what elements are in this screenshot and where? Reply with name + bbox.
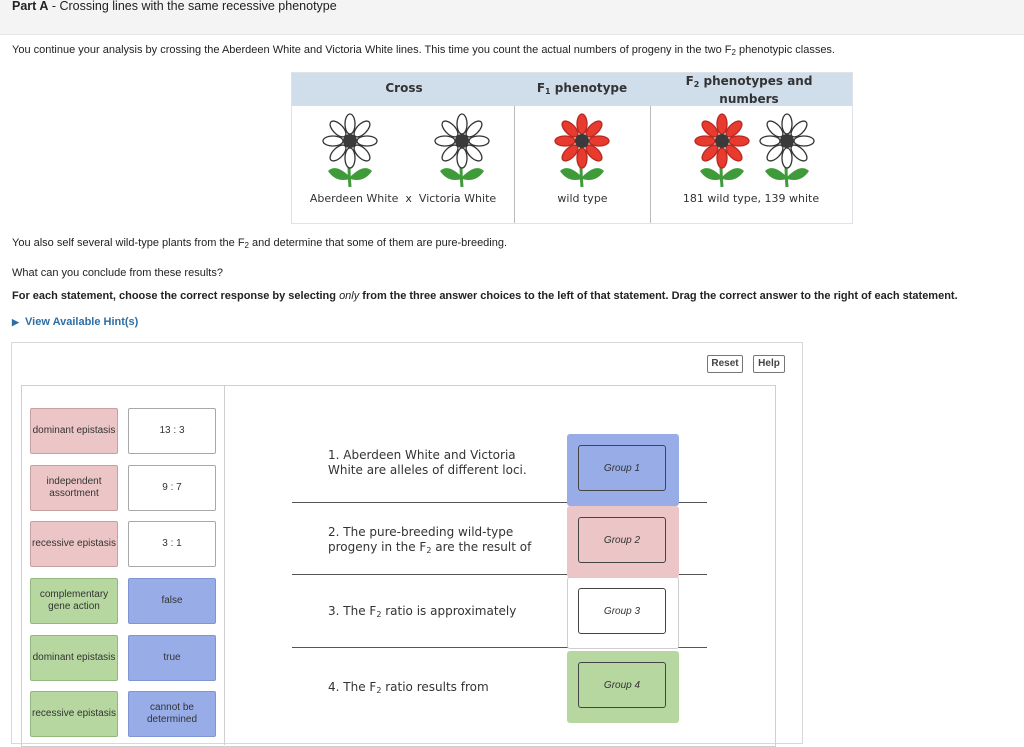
answer-chip[interactable]: recessive epistasis: [30, 521, 118, 567]
answer-chip[interactable]: 9 : 7: [128, 465, 216, 511]
red-flower-icon: [694, 113, 750, 188]
statement-divider: [292, 574, 707, 575]
answer-chip[interactable]: cannot be determined: [128, 691, 216, 737]
answer-chip[interactable]: dominant epistasis: [30, 635, 118, 681]
answer-chip[interactable]: true: [128, 635, 216, 681]
intro-text: You continue your analysis by crossing t…: [12, 44, 835, 57]
help-button[interactable]: Help: [753, 355, 785, 373]
statement-divider: [292, 647, 707, 648]
self-text: You also self several wild-type plants f…: [12, 237, 508, 250]
statement-4: 4. The F2 ratio results from: [328, 680, 489, 695]
question-text: What can you conclude from these results…: [12, 267, 223, 279]
white-flower-icon: [322, 113, 378, 188]
group-label: Group 4: [578, 662, 666, 708]
statement-3: 3. The F2 ratio is approximately: [328, 604, 517, 619]
reset-button[interactable]: Reset: [707, 355, 743, 373]
answer-chip[interactable]: 3 : 1: [128, 521, 216, 567]
part-title: Part A - Crossing lines with the same re…: [12, 0, 337, 13]
table-divider: [650, 106, 651, 223]
f1-caption: wild type: [557, 192, 608, 205]
group-label: Group 3: [578, 588, 666, 634]
bank-divider: [224, 385, 225, 745]
view-hints-link[interactable]: ▶ View Available Hint(s): [12, 316, 139, 328]
statement-divider: [292, 502, 707, 503]
table-header-row: [292, 73, 852, 106]
caret-right-icon: ▶: [12, 317, 19, 327]
white-flower-icon: [434, 113, 490, 188]
answer-chip[interactable]: independent assortment: [30, 465, 118, 511]
drop-target-group-2[interactable]: Group 2: [567, 506, 679, 578]
f2-caption: 181 wild type, 139 white: [682, 192, 820, 205]
header-cross: Cross: [385, 81, 423, 95]
drop-target-group-1[interactable]: Group 1: [567, 434, 679, 506]
white-flower-icon: [759, 113, 815, 188]
answer-chip[interactable]: recessive epistasis: [30, 691, 118, 737]
group-label: Group 2: [578, 517, 666, 563]
group-label: Group 1: [578, 445, 666, 491]
cross-caption: Aberdeen White x Victoria White: [309, 192, 497, 205]
answer-chip[interactable]: dominant epistasis: [30, 408, 118, 454]
drop-target-group-4[interactable]: Group 4: [567, 651, 679, 723]
red-flower-icon: [554, 113, 610, 188]
answer-chip[interactable]: false: [128, 578, 216, 624]
drop-target-group-3[interactable]: Group 3: [567, 577, 679, 649]
answer-chip[interactable]: 13 : 3: [128, 408, 216, 454]
table-divider: [514, 106, 515, 223]
answer-chip[interactable]: complementary gene action: [30, 578, 118, 624]
header-f1-phenotype: F1 phenotype: [536, 81, 628, 96]
part-header: [0, 0, 1024, 35]
instructions-text: For each statement, choose the correct r…: [12, 290, 958, 302]
